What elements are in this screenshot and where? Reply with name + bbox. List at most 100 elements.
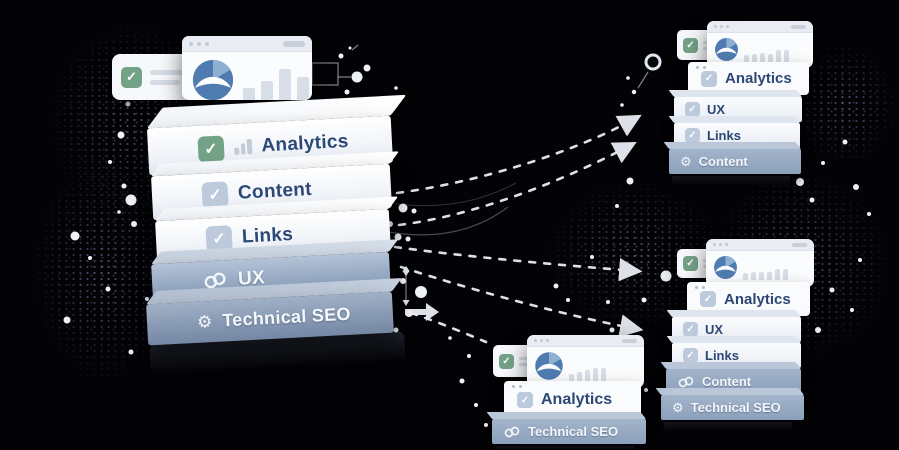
mini-layer-analytics: ✓ Analytics [688, 62, 809, 95]
checkbox-icon: ✓ [685, 128, 700, 143]
browser-content [707, 33, 813, 68]
layer-label: Technical SEO [690, 400, 781, 415]
layer-label: UX [707, 102, 726, 117]
arrow-to-top-right-1 [395, 114, 642, 195]
slab-top-face [660, 362, 801, 369]
link-icon [204, 272, 226, 289]
slab-top-face [668, 116, 800, 123]
layer-label: Analytics [724, 290, 791, 308]
browser-content [182, 52, 312, 100]
green-checkbox-icon: ✓ [197, 134, 225, 163]
mini-layer-technical-seo: ⚙ Technical SEO [655, 388, 804, 420]
circuit-tick [351, 44, 359, 51]
mini-layer-content: ⚙ Content [663, 142, 801, 174]
mini-layer-technical-seo: Technical SEO [486, 412, 646, 444]
stack-layer-ux: UX [151, 239, 399, 304]
layer-label: Analytics [541, 391, 613, 408]
diamond-sparkle-icon [402, 266, 410, 276]
green-checkbox-icon: ✓ [683, 256, 698, 271]
address-pill-icon [622, 338, 637, 343]
window-dot-icon [189, 41, 193, 46]
pie-chart-icon [192, 59, 234, 100]
browser-content [706, 251, 814, 286]
browser-window-mockup [707, 21, 813, 68]
arrow-to-bottom-right-1 [393, 245, 643, 282]
slab-top-face [666, 310, 801, 317]
pie-chart-icon [715, 38, 738, 61]
browser-titlebar [707, 21, 813, 33]
circuit-square [311, 62, 339, 86]
window-dot-icon [720, 25, 723, 28]
browser-titlebar [527, 335, 644, 347]
link-icon [678, 376, 694, 387]
gear-icon: ⚙ [680, 154, 692, 169]
window-dot-icon [726, 25, 729, 28]
browser-titlebar [706, 239, 814, 251]
window-dot-icon [713, 243, 716, 246]
checkbox-icon: ✓ [700, 291, 716, 307]
text-lines-icon [150, 69, 188, 85]
layer-label: UX [705, 322, 724, 337]
green-checkbox-icon: ✓ [121, 66, 142, 88]
gear-icon: ⚙ [196, 312, 213, 332]
slab-top-face [663, 142, 801, 149]
address-pill-icon [792, 242, 807, 247]
faint-line [382, 206, 509, 236]
stack-reflection [672, 176, 790, 185]
layer-label: Links [705, 348, 739, 363]
window-dot-icon [725, 243, 728, 246]
faint-line [388, 182, 517, 207]
bar-chart-icon [234, 138, 252, 155]
bar-chart-icon [744, 50, 789, 62]
layer-label: Analytics [725, 70, 792, 87]
browser-titlebar [182, 36, 312, 52]
pie-chart-icon [714, 256, 737, 279]
window-dot-icon [546, 339, 549, 342]
layer-label: Technical SEO [528, 424, 619, 439]
stack-layer-technical-seo: ⚙ Technical SEO [146, 278, 402, 346]
green-checkbox-icon: ✓ [683, 37, 698, 53]
checkbox-icon: ✓ [683, 348, 698, 363]
layer-label: Analytics [260, 130, 350, 156]
link-icon [504, 426, 520, 437]
window-dots-icon [512, 385, 522, 388]
window-dot-icon [205, 41, 209, 46]
bar-chart-icon [743, 269, 788, 280]
browser-window-mockup [182, 36, 312, 100]
browser-window-mockup [706, 239, 814, 287]
green-checkbox-icon: ✓ [499, 353, 514, 369]
window-dots-icon [696, 66, 706, 69]
window-dot-icon [534, 339, 537, 342]
address-pill-icon [791, 24, 806, 29]
bar-chart-icon [569, 368, 606, 381]
pie-chart-icon [535, 352, 563, 380]
browser-content [527, 347, 644, 387]
ring-icon [644, 53, 662, 71]
down-arrowhead-icon [402, 300, 410, 306]
layer-label: Content [698, 154, 748, 169]
stack-reflection [496, 446, 634, 450]
browser-window-mockup [527, 335, 644, 388]
arrow-to-top-right-2 [397, 141, 637, 227]
window-dot-icon [540, 339, 543, 342]
arrow-to-bottom-middle [409, 311, 488, 344]
right-arrow-icon [405, 303, 439, 321]
slab-top-face [655, 388, 804, 395]
stack-reflection [664, 422, 792, 431]
slab-top-face [666, 336, 801, 343]
slab-top-face [668, 90, 802, 97]
layer-label: Links [707, 128, 741, 143]
window-dots-icon [695, 286, 705, 289]
slab-top-face [486, 412, 646, 419]
checkbox-icon: ✓ [517, 392, 533, 408]
circuit-line [637, 71, 649, 89]
gear-icon: ⚙ [672, 400, 684, 415]
checkbox-icon: ✓ [701, 70, 717, 87]
layer-label: Technical SEO [221, 303, 352, 331]
bar-chart-icon [243, 69, 309, 100]
arrow-to-bottom-right-2 [399, 265, 644, 338]
window-dot-icon [719, 243, 722, 246]
layer-label: Content [702, 374, 752, 389]
address-pill-icon [283, 40, 305, 47]
